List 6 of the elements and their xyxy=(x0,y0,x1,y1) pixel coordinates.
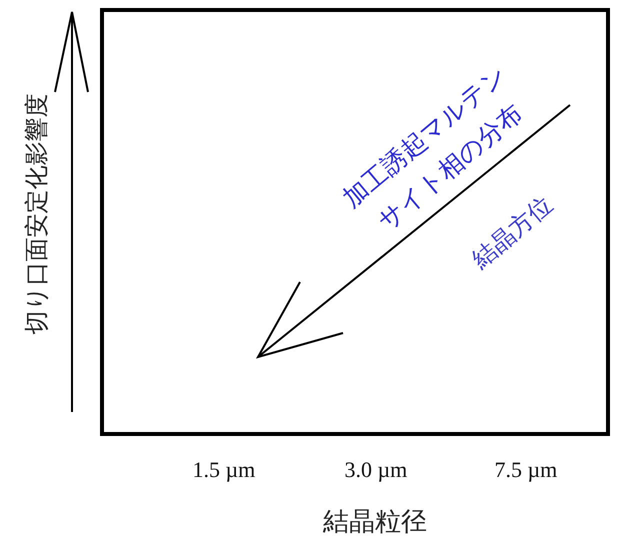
tick-label: 1.5 µm xyxy=(192,456,256,484)
axis-label: 切り口面安定化影響度 xyxy=(21,94,51,334)
tick-label: 7.5 µm xyxy=(494,456,558,484)
axis-label: 結晶粒径 xyxy=(323,506,427,538)
annotation-text: 結晶方位 xyxy=(466,190,558,274)
tick-label: 3.0 µm xyxy=(344,456,408,484)
